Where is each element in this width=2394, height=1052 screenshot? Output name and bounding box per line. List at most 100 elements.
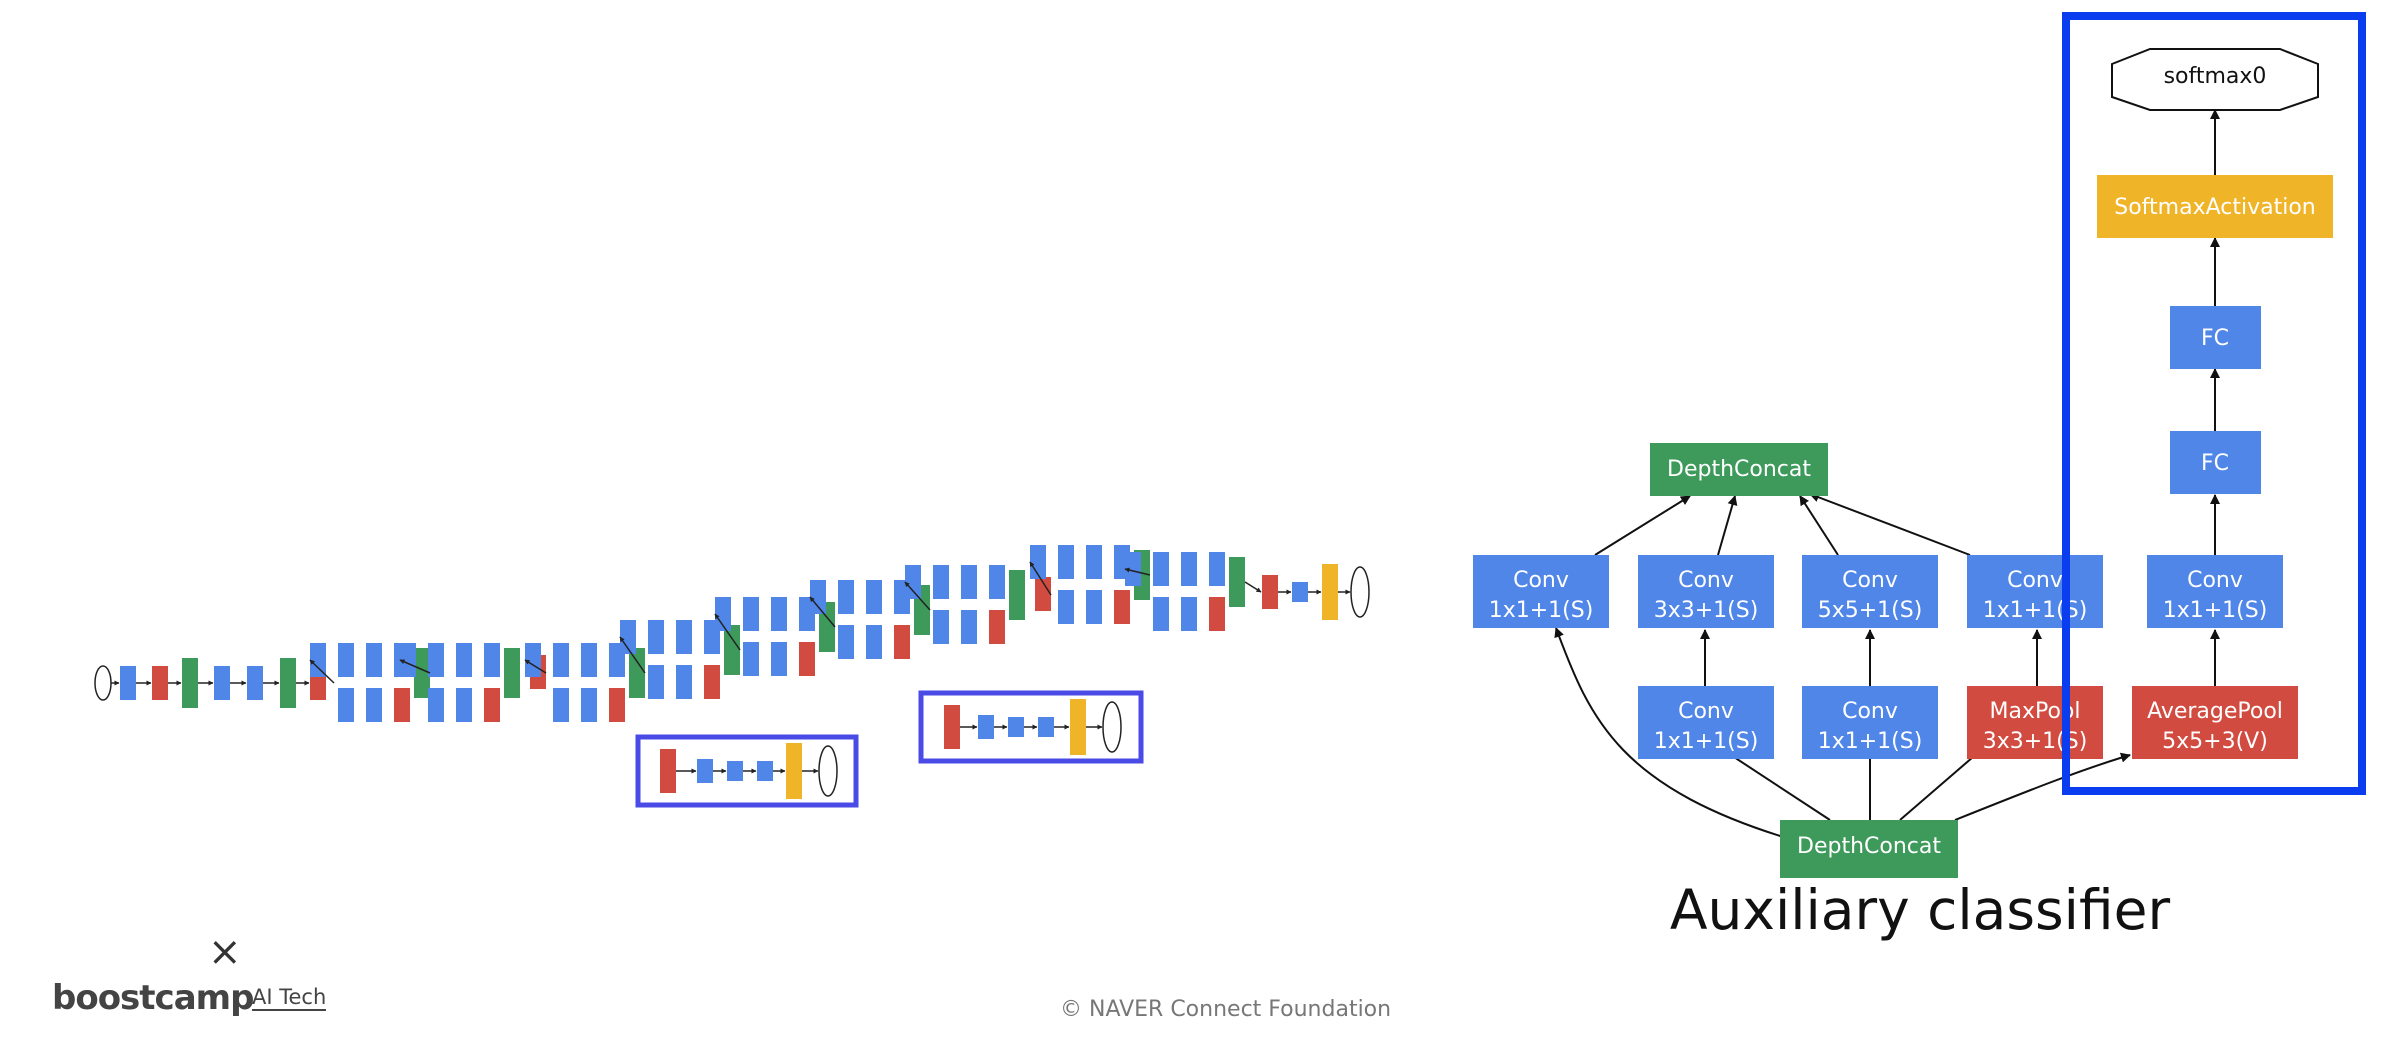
mini-branch-node <box>484 643 500 677</box>
mini-branch-node <box>1086 545 1102 579</box>
mini-branch-node <box>1209 597 1225 631</box>
mini-aux1-fc <box>727 761 743 781</box>
mini-branch-node <box>715 597 731 631</box>
averagepool-label-1: AveragePool <box>2147 699 2283 724</box>
mini-aux2-fc <box>1008 717 1024 737</box>
mini-branch-node <box>866 625 882 659</box>
mini-final-softmax <box>1322 564 1338 620</box>
mini-branch-node <box>933 565 949 599</box>
logo-x-glyph: × <box>208 929 242 975</box>
mini-stem-node <box>120 666 136 700</box>
maxpool-label-2: 3x3+1(S) <box>1983 729 2088 754</box>
fc-bottom-label: FC <box>2201 451 2229 476</box>
mini-branch-node <box>743 642 759 676</box>
conv-5x5-node <box>1802 555 1938 628</box>
mini-branch-node <box>771 597 787 631</box>
depthconcat-bottom-label: DepthConcat <box>1797 834 1941 859</box>
mini-concat-node <box>629 648 645 698</box>
softmax0-label: softmax0 <box>2164 64 2267 89</box>
mini-branch-node <box>1181 552 1197 586</box>
mini-branch-node <box>676 620 692 654</box>
fc-top-label: FC <box>2201 326 2229 351</box>
mini-branch-node <box>838 580 854 614</box>
mini-aux2-conv <box>978 715 994 739</box>
conv-1x1-d-node <box>1967 555 2103 628</box>
mini-branch-node <box>1058 545 1074 579</box>
mini-aux2-fc2 <box>1038 717 1054 737</box>
mini-branch-node <box>456 643 472 677</box>
mini-branch-node <box>676 665 692 699</box>
aux-classifier-detail: DepthConcat Conv 1x1+1(S) Conv 3x3+1(S) … <box>1473 12 2366 878</box>
mini-aux-highlight-2 <box>918 690 1144 764</box>
mini-branch-node <box>1058 590 1074 624</box>
mini-aux-highlight-1 <box>635 734 859 808</box>
mini-branch-node <box>704 665 720 699</box>
mini-aux2-softmax <box>1070 699 1086 755</box>
aux-conv-label-1: Conv <box>2187 568 2243 593</box>
mini-edge <box>619 636 646 674</box>
mini-concat-node <box>414 648 430 698</box>
aux-classifier-highlight <box>2062 12 2366 795</box>
reduce-conv-b-label-1: Conv <box>1678 699 1734 724</box>
mini-edge <box>1124 567 1151 576</box>
mini-branch-node <box>1181 597 1197 631</box>
mini-branch-node <box>310 643 326 677</box>
fc-bottom-node <box>2170 431 2261 494</box>
conv-3x3-label-2: 3x3+1(S) <box>1654 598 1759 623</box>
mini-branch-node <box>1153 597 1169 631</box>
conv-3x3-label-1: Conv <box>1678 568 1734 593</box>
mini-edge <box>309 659 335 684</box>
conv-1x1-a-label-2: 1x1+1(S) <box>1489 598 1594 623</box>
depthconcat-top-node <box>1650 443 1828 496</box>
auxiliary-classifier-caption: Auxiliary classifier <box>1669 878 2171 942</box>
mini-branch-node <box>366 688 382 722</box>
googlenet-overview <box>94 545 1370 799</box>
mini-stem-node <box>247 666 263 700</box>
averagepool-node <box>2132 686 2298 759</box>
mini-branch-node <box>366 643 382 677</box>
mini-edge <box>904 581 931 611</box>
mini-aux1-fc2 <box>757 761 773 781</box>
mini-branch-node <box>989 610 1005 644</box>
conv-1x1-a-node <box>1473 555 1609 628</box>
maxpool-node <box>1967 686 2103 759</box>
mini-branch-node <box>933 610 949 644</box>
mini-aux1-conv <box>697 759 713 783</box>
averagepool-label-2: 5x5+3(V) <box>2162 729 2268 754</box>
mini-branch-node <box>648 620 664 654</box>
mini-branch-node <box>581 688 597 722</box>
mini-branch-node <box>989 565 1005 599</box>
reduce-conv-c-node <box>1802 686 1938 759</box>
mini-branch-node <box>1209 552 1225 586</box>
mini-aux1-softmax <box>786 743 802 799</box>
mini-branch-node <box>894 625 910 659</box>
aux-conv-node <box>2147 555 2283 628</box>
aux-conv-label-2: 1x1+1(S) <box>2163 598 2268 623</box>
mini-input-node <box>94 665 112 701</box>
mini-branch-node <box>400 643 416 677</box>
mini-branch-node <box>905 565 921 599</box>
mini-concat-node <box>819 602 835 652</box>
depthconcat-top-label: DepthConcat <box>1667 457 1811 482</box>
mini-branch-node <box>1153 552 1169 586</box>
mini-edge <box>809 596 836 628</box>
mini-aux1-pool <box>660 749 676 793</box>
mini-concat-node <box>1229 557 1245 607</box>
conv-5x5-label-1: Conv <box>1842 568 1898 593</box>
mini-branch-node <box>338 688 354 722</box>
mini-branch-node <box>338 643 354 677</box>
mini-branch-node <box>484 688 500 722</box>
mini-branch-node <box>394 688 410 722</box>
mini-final-output <box>1350 566 1370 618</box>
mini-aux2-pool <box>944 705 960 749</box>
mini-stem-node <box>182 658 198 708</box>
conv-1x1-d-label-1: Conv <box>2007 568 2063 593</box>
mini-edge <box>1244 581 1262 593</box>
mini-branch-node <box>743 597 759 631</box>
mini-edge <box>1029 561 1052 596</box>
mini-branch-node <box>525 643 541 677</box>
mini-branch-node <box>838 625 854 659</box>
mini-branch-node <box>456 688 472 722</box>
mini-branch-node <box>810 580 826 614</box>
mini-final-pool <box>1262 575 1278 609</box>
